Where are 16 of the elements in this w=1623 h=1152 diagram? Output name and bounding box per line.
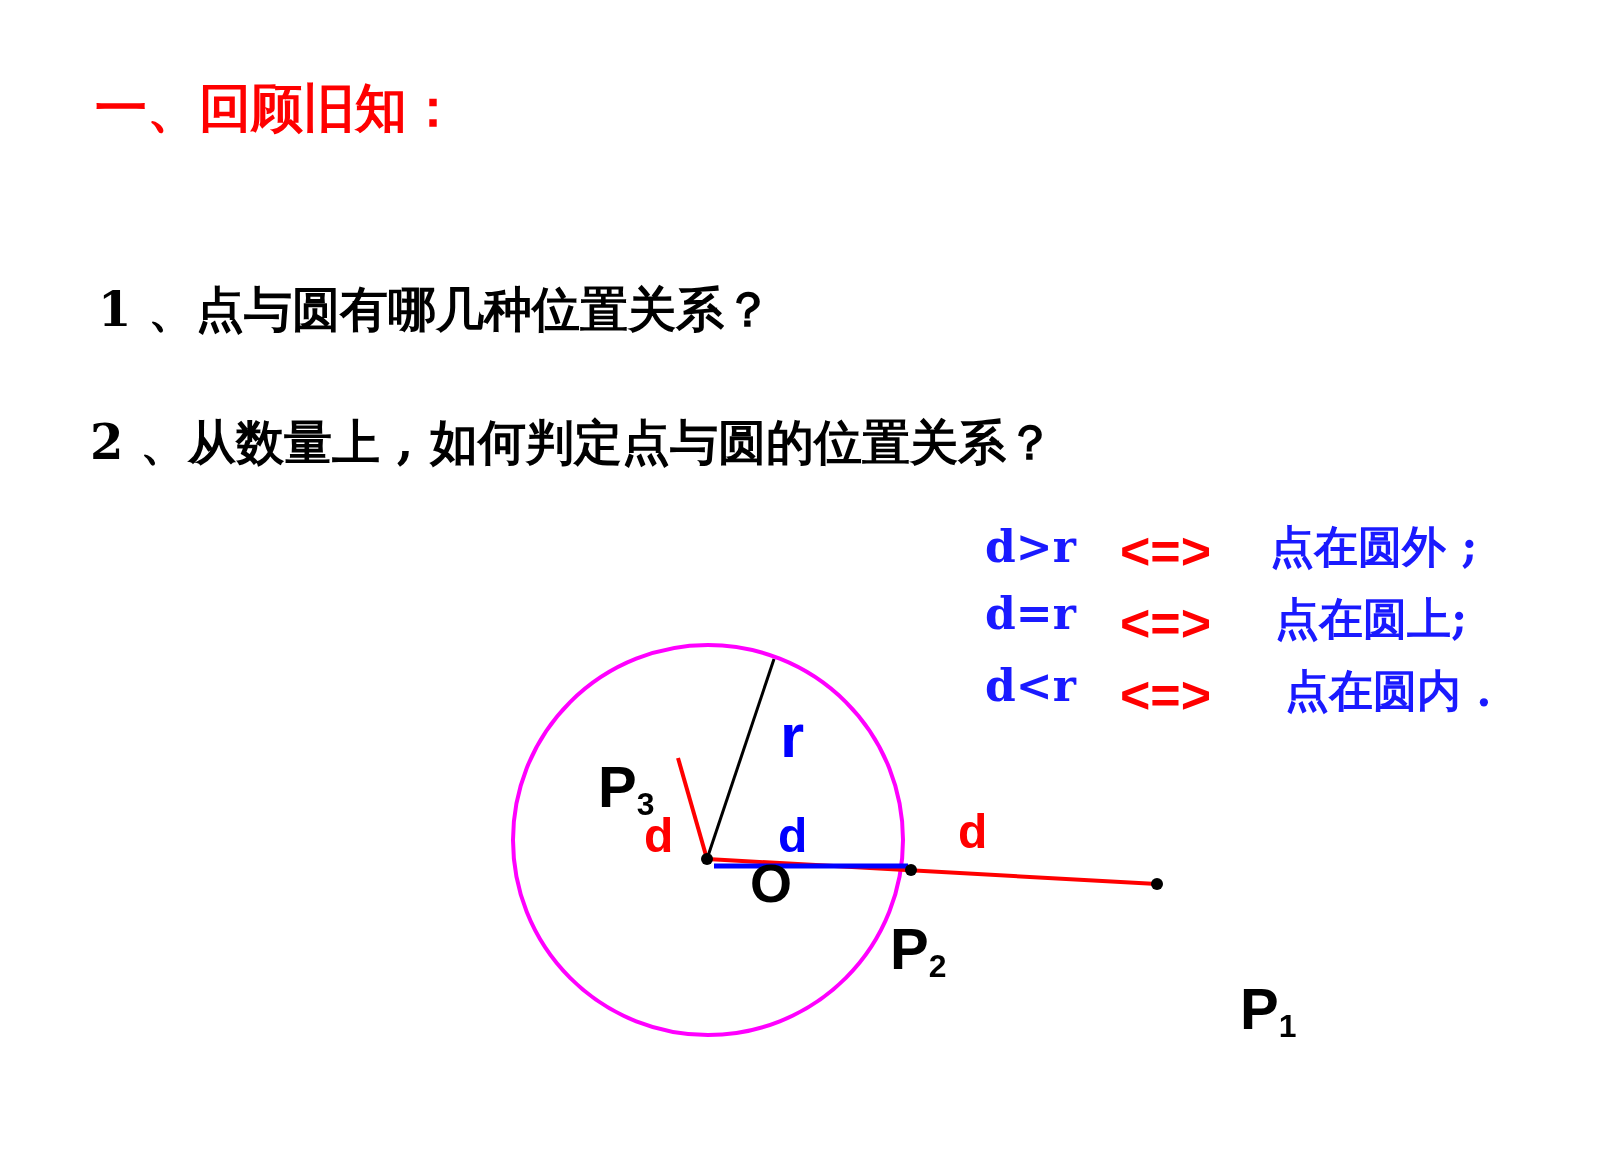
distance-label: d — [958, 808, 988, 856]
equivalence-sign: <=> — [1120, 669, 1212, 721]
condition-text: d=r — [985, 592, 1076, 636]
radius-label: r — [780, 705, 805, 767]
condition-text: d>r — [985, 525, 1076, 569]
point-label: P$_{1}$ — [1240, 980, 1297, 1043]
conclusion-text: 点在圆上; — [1275, 597, 1468, 641]
conclusion-text: 点在圆内 . — [1285, 669, 1492, 713]
question-text: 1 、点与圆有哪几种位置关系？ — [98, 285, 773, 333]
conclusion-text: 点在圆外 ; — [1270, 525, 1478, 569]
question-text: 2 、从数量上 , 如何判定点与圆的位置关系？ — [90, 418, 1055, 466]
condition-text: d<r — [985, 664, 1076, 708]
equivalence-sign: <=> — [1120, 525, 1212, 577]
equivalence-sign: <=> — [1120, 597, 1212, 649]
point-label: P$_{2}$ — [890, 920, 947, 983]
section-heading: 一、回顾旧知： — [95, 82, 459, 134]
